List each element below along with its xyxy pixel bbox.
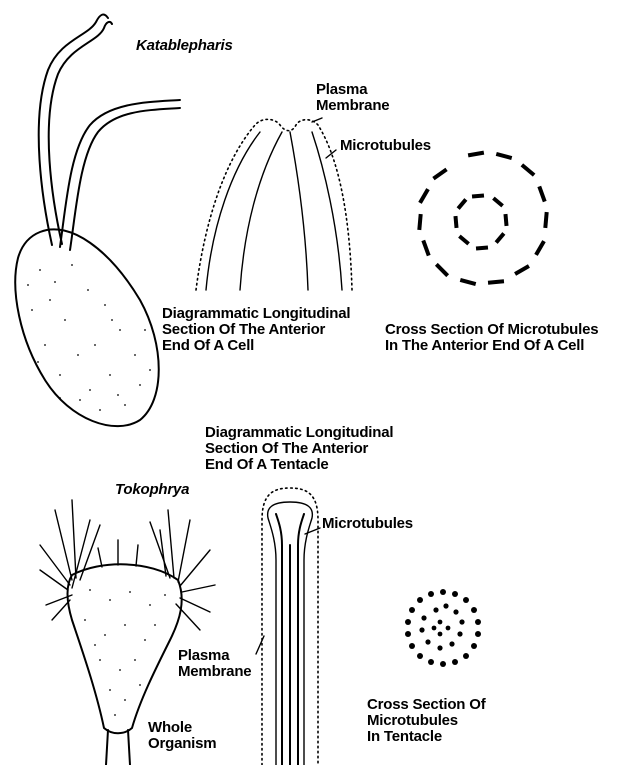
tentacle-longitudinal-section — [256, 488, 320, 765]
cell-microtubule-line-3 — [290, 132, 308, 290]
katablepharis-flagellum-short — [60, 100, 180, 247]
katablepharis-drawing — [15, 15, 180, 427]
tokophrya-tentacles-left — [40, 500, 100, 620]
cell-microtubule-line-4 — [312, 132, 342, 290]
microtubules-bottom-label: Microtubules — [322, 516, 413, 532]
cell-longitudinal-section-label: Diagrammatic Longitudinal Section Of The… — [162, 306, 350, 354]
cell-plasma-membrane-outline — [196, 119, 352, 290]
cell-cross-section — [417, 151, 548, 286]
plasma-membrane-top-label: Plasma Membrane — [316, 82, 389, 114]
tokophrya-body — [68, 564, 182, 733]
tentacle-microtubule-line-1 — [276, 514, 282, 765]
tentacle-cross-section — [405, 589, 481, 667]
microtubules-top-label: Microtubules — [340, 138, 431, 154]
tokophrya-tentacles-mid — [98, 540, 138, 567]
cell-longitudinal-section — [196, 118, 352, 290]
plasma-membrane-top-leader — [312, 118, 322, 122]
whole-organism-label: Whole Organism — [148, 720, 216, 752]
cell-microtubule-line-2 — [240, 132, 282, 290]
katablepharis-cytoplasm-dots — [27, 264, 151, 411]
cell-cross-section-label: Cross Section Of Microtubules In The Ant… — [385, 322, 598, 354]
tentacle-microtubule-line-3 — [298, 514, 304, 765]
tokophrya-label: Tokophrya — [115, 482, 189, 498]
katablepharis-flagellum-long-inner — [49, 22, 112, 244]
katablepharis-label: Katablepharis — [136, 38, 233, 54]
plasma-membrane-bottom-label: Plasma Membrane — [178, 648, 251, 680]
tentacle-cross-section-label: Cross Section Of Microtubules In Tentacl… — [367, 697, 486, 745]
katablepharis-cell-body — [15, 229, 158, 426]
tokophrya-stalk-left — [106, 730, 108, 765]
tokophrya-stalk-right — [128, 730, 130, 765]
cell-cross-section-inner-ring — [453, 193, 508, 250]
tentacle-longitudinal-section-label: Diagrammatic Longitudinal Section Of The… — [205, 425, 393, 473]
cell-cross-section-outer-ring — [417, 151, 548, 286]
